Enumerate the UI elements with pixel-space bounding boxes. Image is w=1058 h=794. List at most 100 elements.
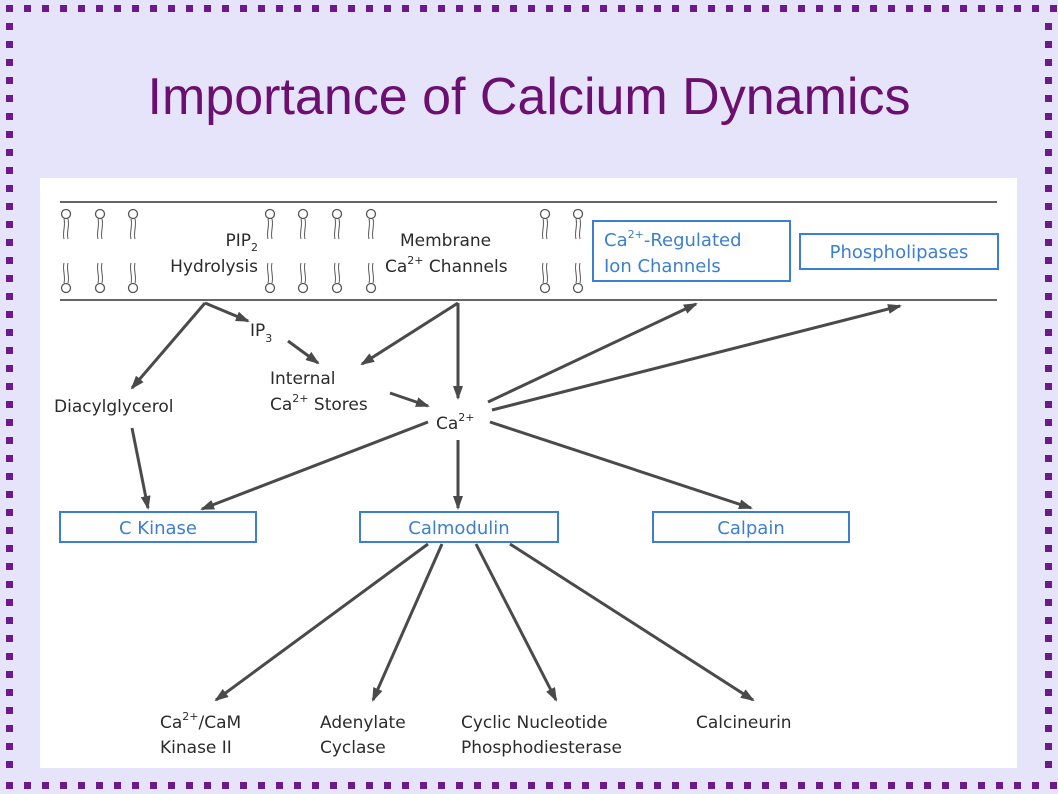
border-dot [510, 5, 517, 12]
border-dot [1045, 41, 1052, 48]
border-dot [24, 782, 31, 789]
border-dot [6, 491, 13, 498]
border-dot [294, 5, 301, 12]
border-dot [6, 239, 13, 246]
border-dot [1014, 5, 1021, 12]
border-dot [1045, 23, 1052, 30]
arrow-calcium-to-c-kinase [200, 420, 429, 511]
pde-line1: Cyclic Nucleotide [461, 713, 608, 733]
border-dot [798, 782, 805, 789]
border-dot [510, 782, 517, 789]
border-dot [384, 782, 391, 789]
border-dot [834, 5, 841, 12]
ip3-label: IP3 [250, 321, 272, 345]
calcium-label: Ca2+ [436, 411, 475, 434]
border-dot [528, 782, 535, 789]
ion-channels-line1: Ca2+-Regulated [604, 228, 742, 251]
border-dot [1045, 527, 1052, 534]
border-dot [672, 5, 679, 12]
arrow-ip3-to-internal-stores [287, 339, 320, 365]
border-dot [852, 782, 859, 789]
border-dot [258, 5, 265, 12]
border-dot [942, 5, 949, 12]
slide-title: Importance of Calcium Dynamics [147, 68, 911, 126]
diagram-panel: PIP2 Hydrolysis Membrane Ca2+ Channels C… [40, 178, 1017, 768]
border-dot [204, 5, 211, 12]
border-dot [6, 383, 13, 390]
border-dot [924, 782, 931, 789]
border-dot [960, 782, 967, 789]
border-dot [186, 782, 193, 789]
ion-channels-box [592, 220, 791, 282]
border-dot [618, 782, 625, 789]
lipid-icon [94, 262, 106, 294]
border-dot [6, 95, 13, 102]
border-dot [492, 782, 499, 789]
border-dot [1045, 113, 1052, 120]
pde-line2: Phosphodiesterase [461, 738, 622, 758]
lipid-icon [127, 208, 139, 240]
arrow-diacylglycerol-to-c-kinase [130, 427, 151, 510]
border-dot [1045, 329, 1052, 336]
lipid-icon [264, 262, 276, 294]
border-dot [1045, 401, 1052, 408]
lipid-icon [60, 262, 72, 294]
border-dot [6, 635, 13, 642]
border-dot [276, 5, 283, 12]
border-dot [6, 221, 13, 228]
border-dot [618, 5, 625, 12]
border-dot [906, 5, 913, 12]
border-dot [96, 5, 103, 12]
lipid-icon [572, 208, 584, 240]
border-dot [348, 5, 355, 12]
border-dot [60, 782, 67, 789]
border-dot [456, 5, 463, 12]
border-dot [114, 782, 121, 789]
border-dot [834, 782, 841, 789]
border-dot [6, 563, 13, 570]
border-dot [906, 782, 913, 789]
border-dot [1045, 95, 1052, 102]
border-dot [24, 5, 31, 12]
border-dot [222, 5, 229, 12]
border-dot [168, 782, 175, 789]
lipid-bilayer-icons [60, 208, 584, 294]
calpain-label: Calpain [717, 518, 784, 539]
border-dot [1045, 149, 1052, 156]
border-dot [636, 5, 643, 12]
border-dot [1045, 761, 1052, 768]
border-dot [816, 782, 823, 789]
border-dot [780, 782, 787, 789]
border-dot [366, 782, 373, 789]
border-dot [924, 5, 931, 12]
border-dot [654, 782, 661, 789]
camk2-line1: Ca2+/CaM [160, 710, 241, 733]
camk2-line2: Kinase II [160, 738, 232, 758]
c-kinase-box [59, 511, 257, 543]
lipid-icon [365, 208, 377, 240]
border-dot [6, 185, 13, 192]
border-dot [6, 473, 13, 480]
border-dot [6, 347, 13, 354]
border-dot [6, 203, 13, 210]
border-dot [1045, 293, 1052, 300]
border-dot [600, 5, 607, 12]
internal-stores-line2: Ca2+ Stores [270, 392, 368, 415]
border-dot [1045, 599, 1052, 606]
border-dot [636, 782, 643, 789]
border-dot [6, 41, 13, 48]
phospholipases-box [799, 233, 999, 270]
border-dot [1045, 455, 1052, 462]
border-dot [78, 782, 85, 789]
border-dot [276, 782, 283, 789]
border-dot [1045, 473, 1052, 480]
border-dot [888, 5, 895, 12]
border-dot [870, 782, 877, 789]
border-dot [6, 257, 13, 264]
border-dot [1045, 707, 1052, 714]
border-dot [960, 5, 967, 12]
border-dot [816, 5, 823, 12]
border-dot [1045, 347, 1052, 354]
border-dot [150, 782, 157, 789]
pip2-hydrolysis-line2: Hydrolysis [170, 257, 258, 277]
